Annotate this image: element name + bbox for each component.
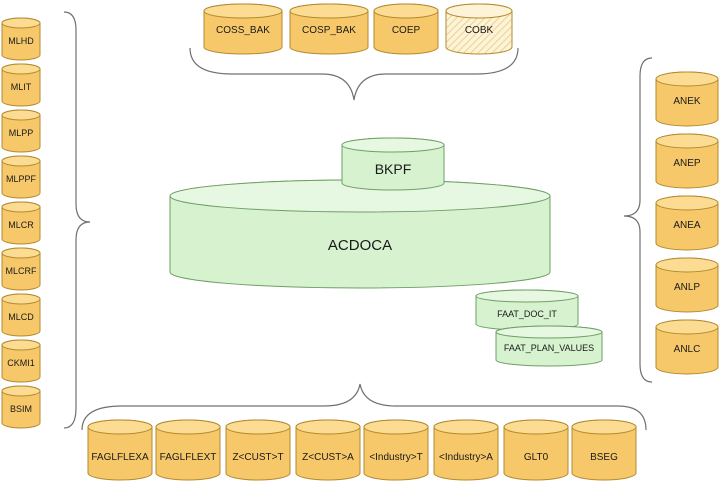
table-label: COEP — [392, 25, 421, 36]
table-label: COBK — [465, 25, 494, 36]
right-brace — [623, 57, 653, 383]
right-tables: ANEK ANEP ANEA ANLP ANLC — [655, 71, 719, 375]
table-label: FAAT_DOC_IT — [497, 309, 557, 319]
table-label-bkpf: BKPF — [375, 161, 412, 177]
table-coss-bak-cylinder[interactable]: COSS_BAK — [203, 3, 283, 55]
table-label: ANEA — [673, 220, 701, 231]
center-tables: ACDOCA BKPF FAAT_DOC_IT FAAT_PLAN_VALUES — [169, 137, 603, 367]
top-brace — [189, 47, 519, 101]
table-mlcd-cylinder[interactable]: MLCD — [1, 293, 41, 337]
table-anea-cylinder[interactable]: ANEA — [655, 195, 719, 251]
table-label: MLCD — [8, 312, 34, 322]
table-label: COSS_BAK — [216, 25, 270, 36]
table-label: COSP_BAK — [302, 25, 356, 36]
bottom-tables: FAGLFLEXA FAGLFLEXT Z<CUST>T Z<CUST>A <I… — [87, 419, 637, 481]
bottom-brace — [81, 383, 647, 431]
table-faglflext-cylinder[interactable]: FAGLFLEXT — [155, 419, 221, 481]
table-label: MLCR — [8, 220, 34, 230]
table-mlppf-cylinder[interactable]: MLPPF — [1, 155, 41, 199]
table-z-cust-a-cylinder[interactable]: Z<CUST>A — [295, 419, 361, 481]
table-label: ANLC — [674, 344, 701, 355]
table-anep-cylinder[interactable]: ANEP — [655, 133, 719, 189]
table-bseg-cylinder[interactable]: BSEG — [571, 419, 637, 481]
table-anek-cylinder[interactable]: ANEK — [655, 71, 719, 127]
table-label: FAGLFLEXA — [91, 452, 149, 463]
table-anlp-cylinder[interactable]: ANLP — [655, 257, 719, 313]
table-glt0-cylinder[interactable]: GLT0 — [503, 419, 569, 481]
table-label: MLHD — [8, 36, 34, 46]
table-bsim-cylinder[interactable]: BSIM — [1, 385, 41, 429]
table-label: BSEG — [590, 452, 618, 463]
table-label: FAGLFLEXT — [160, 452, 217, 463]
table-ckmi1-cylinder[interactable]: CKMI1 — [1, 339, 41, 383]
table-acdoca-cylinder[interactable]: ACDOCA — [169, 179, 551, 289]
table-label: ANEK — [673, 96, 701, 107]
table-cosp-bak-cylinder[interactable]: COSP_BAK — [289, 3, 369, 55]
table-label: GLT0 — [524, 452, 549, 463]
table-label: ANEP — [673, 158, 701, 169]
table-label: BSIM — [10, 404, 32, 414]
table-bkpf-cylinder[interactable]: BKPF — [341, 137, 445, 191]
table-cobk-cylinder[interactable]: COBK — [445, 3, 513, 55]
table-faat-doc-it-cylinder[interactable]: FAAT_DOC_IT — [475, 289, 579, 331]
left-brace — [63, 11, 91, 429]
table-label-acdoca: ACDOCA — [328, 237, 392, 254]
table-label: <Industry>T — [369, 452, 422, 463]
left-tables: MLHD MLIT MLPP MLPPF MLCR MLCRF MLCD CKM… — [1, 17, 41, 429]
table-mlcr-cylinder[interactable]: MLCR — [1, 201, 41, 245]
table-faat-plan-values-cylinder[interactable]: FAAT_PLAN_VALUES — [495, 325, 603, 367]
table-anlc-cylinder[interactable]: ANLC — [655, 319, 719, 375]
table-z-cust-t-cylinder[interactable]: Z<CUST>T — [225, 419, 291, 481]
table-label: Z<CUST>A — [302, 452, 354, 463]
table-label: FAAT_PLAN_VALUES — [504, 343, 594, 353]
top-tables: COSS_BAK COSP_BAK COEP COBK — [203, 3, 513, 55]
table-industry-a-cylinder[interactable]: <Industry>A — [433, 419, 499, 481]
table-label: MLCRF — [6, 266, 38, 276]
table-label: <Industry>A — [439, 452, 493, 463]
table-mlpp-cylinder[interactable]: MLPP — [1, 109, 41, 153]
table-mlcrf-cylinder[interactable]: MLCRF — [1, 247, 41, 291]
table-label: MLPP — [9, 128, 34, 138]
table-coep-cylinder[interactable]: COEP — [373, 3, 439, 55]
table-mlhd-cylinder[interactable]: MLHD — [1, 17, 41, 61]
table-mlit-cylinder[interactable]: MLIT — [1, 63, 41, 107]
table-label: MLPPF — [6, 174, 37, 184]
table-label: ANLP — [674, 282, 700, 293]
table-industry-t-cylinder[interactable]: <Industry>T — [363, 419, 429, 481]
table-label: MLIT — [11, 82, 32, 92]
table-faglflexa-cylinder[interactable]: FAGLFLEXA — [87, 419, 153, 481]
table-label: CKMI1 — [7, 358, 35, 368]
table-label: Z<CUST>T — [232, 452, 283, 463]
